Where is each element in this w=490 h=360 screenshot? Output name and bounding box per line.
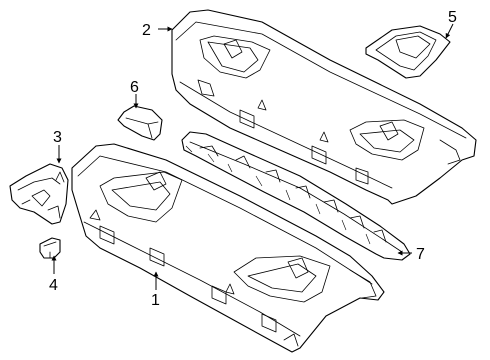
cover-part-5: [365, 25, 451, 79]
bracket-part-6: [117, 105, 163, 141]
callout-4: 4: [49, 277, 58, 294]
callout-7: 7: [416, 246, 425, 263]
callout-3: 3: [53, 129, 62, 146]
callout-labels: 1 2 3 4 5 6 7: [49, 9, 457, 309]
callout-6: 6: [130, 79, 139, 96]
leader-5: [445, 23, 454, 39]
callout-5: 5: [448, 9, 457, 26]
rear-shelf-lower-part: [71, 143, 385, 353]
rear-shelf-upper-part: [171, 9, 477, 205]
rail-part-7: [181, 131, 411, 261]
clip-part-4: [39, 237, 61, 259]
callout-1: 1: [151, 292, 160, 309]
side-trim-part-3: [9, 163, 69, 225]
callout-leaders: [51, 23, 454, 290]
callout-2: 2: [142, 22, 151, 39]
